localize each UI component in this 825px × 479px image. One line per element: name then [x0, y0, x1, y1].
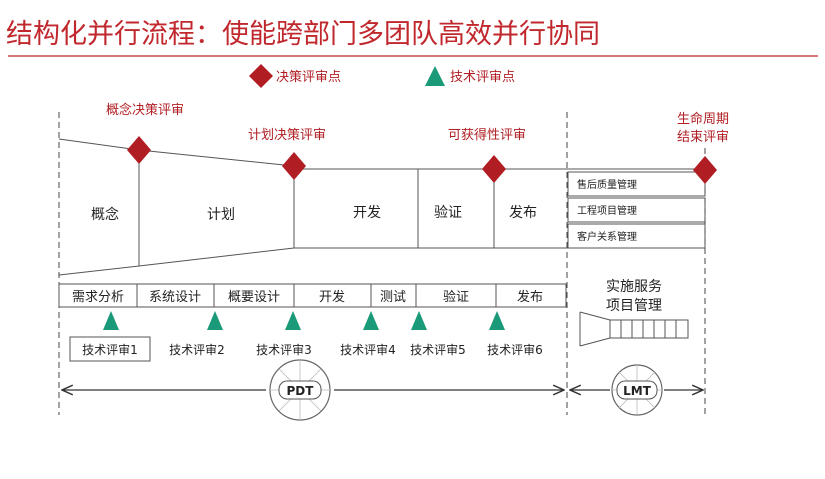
sub-phase: 验证 — [443, 289, 469, 305]
sub-phase: 概要设计 — [228, 290, 280, 305]
decision-diamond — [282, 152, 306, 180]
decision-review-label: 可获得性评审 — [448, 127, 526, 143]
sub-phase: 发布 — [517, 289, 543, 305]
sub-phase: 系统设计 — [149, 290, 201, 305]
tech-review-label: 技术评审6 — [487, 342, 543, 357]
service-funnel — [579, 311, 689, 347]
tech-review-markers — [103, 311, 505, 330]
phase-release: 发布 — [509, 205, 537, 221]
decision-diamond — [693, 156, 717, 184]
svg-text:项目管理: 项目管理 — [606, 298, 662, 314]
lifecycle-item: 售后质量管理 — [577, 178, 637, 191]
lifecycle-item: 客户关系管理 — [577, 230, 637, 243]
triangle-icon — [489, 311, 505, 330]
triangle-icon — [285, 311, 301, 330]
service-labels: 实施服务 项目管理 — [606, 279, 662, 314]
legend-decision-label: 决策评审点 — [276, 69, 341, 85]
sub-phase: 测试 — [380, 290, 406, 305]
stage-separators — [58, 112, 706, 415]
phase-labels: 概念 计划 开发 验证 发布 — [91, 205, 537, 223]
decision-review-label: 计划决策评审 — [248, 127, 326, 143]
svg-text:实施服务: 实施服务 — [606, 279, 662, 295]
phase-concept: 概念 — [91, 206, 119, 223]
decision-review-label-eol: 生命周期 结束评审 — [677, 111, 729, 145]
tech-review-label: 技术评审3 — [256, 342, 312, 357]
decision-review-label: 概念决策评审 — [106, 102, 184, 118]
triangle-icon — [207, 311, 223, 330]
page-title: 结构化并行流程：使能跨部门多团队高效并行协同 — [6, 19, 600, 50]
tech-review-label: 技术评审4 — [340, 342, 396, 357]
svg-text:生命周期: 生命周期 — [677, 111, 729, 127]
tech-review-box — [69, 336, 151, 362]
pdt-badge: PDT — [269, 359, 331, 421]
lmt-badge: LMT — [611, 364, 663, 416]
decision-diamond — [127, 136, 151, 164]
sub-phase: 开发 — [319, 289, 345, 305]
decision-diamond — [482, 155, 506, 183]
sub-phase: 需求分析 — [72, 290, 124, 305]
tech-review-label: 技术评审5 — [410, 342, 466, 357]
triangle-icon — [425, 66, 445, 86]
triangle-icon — [411, 311, 427, 330]
tech-review-label: 技术评审2 — [169, 342, 225, 357]
lmt-label: LMT — [623, 384, 652, 398]
pdt-label: PDT — [287, 384, 315, 398]
phase-develop: 开发 — [353, 205, 381, 221]
decision-review-markers — [127, 136, 717, 184]
triangle-icon — [103, 311, 119, 330]
triangle-icon — [363, 311, 379, 330]
phase-plan: 计划 — [207, 207, 235, 223]
legend: 决策评审点 技术评审点 — [249, 64, 515, 88]
diamond-icon — [249, 64, 273, 88]
legend-tech-label: 技术评审点 — [450, 70, 515, 85]
svg-text:结束评审: 结束评审 — [677, 130, 729, 145]
sub-phase-bar — [58, 283, 567, 308]
phase-verify: 验证 — [434, 205, 462, 221]
lifecycle-item: 工程项目管理 — [577, 204, 637, 217]
tech-review-label: 技术评审1 — [82, 342, 138, 357]
